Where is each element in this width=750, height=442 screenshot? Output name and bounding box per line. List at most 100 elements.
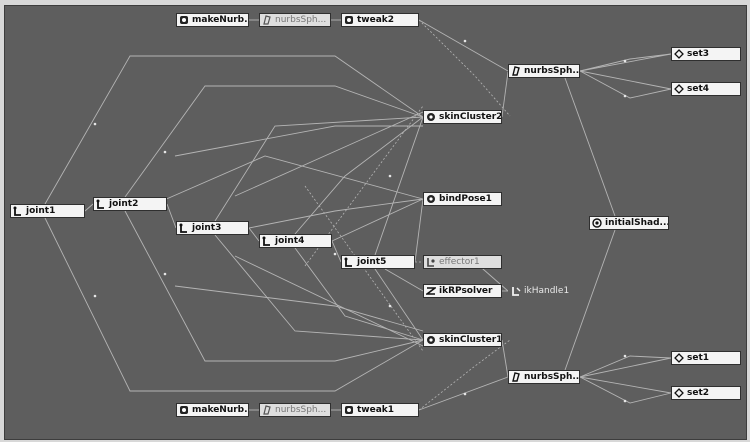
edge-arrow-dot bbox=[163, 272, 167, 276]
node-tweak2[interactable]: tweak2 bbox=[341, 13, 419, 27]
connection-edge bbox=[166, 203, 177, 229]
set-icon bbox=[674, 84, 684, 94]
node-ikHandle1[interactable]: ikHandle1 bbox=[508, 284, 580, 298]
make-nurbs-icon bbox=[180, 16, 188, 24]
connection-edge bbox=[234, 111, 424, 197]
nurbs-shape-icon bbox=[512, 372, 520, 382]
node-label: tweak1 bbox=[357, 405, 395, 415]
node-label: skinCluster2 bbox=[439, 112, 502, 122]
node-nurbsSph-shape-top[interactable]: nurbsSph... bbox=[259, 13, 331, 27]
hypergraph-canvas[interactable]: makeNurb... nurbsSph... tweak2 nurbsSph.… bbox=[4, 5, 747, 440]
node-joint4[interactable]: joint4 bbox=[259, 234, 332, 248]
node-set1[interactable]: set1 bbox=[671, 351, 741, 365]
connection-edge bbox=[579, 355, 672, 378]
node-label: joint5 bbox=[357, 257, 387, 267]
node-label: nurbsSph... bbox=[275, 405, 327, 415]
ik-handle-icon bbox=[512, 287, 521, 296]
node-makeNurb-bot[interactable]: makeNurb... bbox=[176, 403, 249, 417]
connection-edges bbox=[44, 19, 672, 411]
effector-icon bbox=[427, 258, 435, 267]
connection-edge bbox=[214, 116, 424, 222]
connection-edge bbox=[174, 125, 423, 157]
connection-edge bbox=[579, 376, 672, 404]
connection-edge bbox=[44, 217, 424, 392]
nurbs-shape-icon bbox=[263, 405, 271, 415]
node-joint5[interactable]: joint5 bbox=[341, 255, 415, 269]
node-tweak1[interactable]: tweak1 bbox=[341, 403, 419, 417]
connection-edge bbox=[331, 240, 342, 263]
node-joint1[interactable]: joint1 bbox=[10, 204, 85, 218]
node-skinCluster2[interactable]: skinCluster2 bbox=[423, 110, 502, 124]
node-nurbsSph-top[interactable]: nurbsSph... bbox=[508, 64, 580, 78]
node-label: joint3 bbox=[192, 223, 222, 233]
connection-edge bbox=[84, 203, 94, 212]
connection-edge bbox=[418, 19, 511, 117]
edge-arrow-dot bbox=[388, 304, 392, 308]
node-set2[interactable]: set2 bbox=[671, 386, 741, 400]
connection-edge bbox=[579, 53, 672, 72]
skin-cluster-icon bbox=[427, 113, 435, 121]
node-set4[interactable]: set4 bbox=[671, 82, 741, 96]
bind-pose-icon bbox=[427, 195, 435, 203]
node-label: tweak2 bbox=[357, 15, 395, 25]
tweak-icon bbox=[345, 406, 353, 414]
joint-icon bbox=[179, 223, 187, 233]
connection-edge bbox=[564, 229, 616, 371]
connection-edge bbox=[384, 268, 424, 292]
shading-group-icon bbox=[592, 218, 602, 228]
connection-edge bbox=[414, 198, 424, 263]
node-makeNurb-top[interactable]: makeNurb... bbox=[176, 13, 249, 27]
node-label: makeNurb... bbox=[192, 405, 249, 415]
connection-edge bbox=[579, 376, 672, 394]
node-bindPose1[interactable]: bindPose1 bbox=[423, 192, 502, 206]
node-nurbsSph-bot[interactable]: nurbsSph... bbox=[508, 370, 580, 384]
connection-edge bbox=[124, 210, 424, 362]
node-set3[interactable]: set3 bbox=[671, 47, 741, 61]
node-ikRPsolver[interactable]: ikRPsolver bbox=[423, 284, 502, 298]
connection-edge bbox=[248, 227, 260, 242]
node-label: set1 bbox=[687, 353, 710, 363]
joint-icon bbox=[13, 206, 21, 216]
node-label: ikHandle1 bbox=[524, 286, 570, 296]
connection-edge bbox=[154, 155, 424, 205]
node-label: joint1 bbox=[26, 206, 56, 216]
connection-edge bbox=[174, 285, 424, 332]
joint-icon bbox=[96, 199, 104, 209]
skin-cluster-icon bbox=[427, 336, 435, 344]
node-label: ikRPsolver bbox=[439, 286, 493, 296]
connection-edge bbox=[579, 53, 672, 72]
connection-edge bbox=[501, 339, 509, 378]
node-effector1[interactable]: effector1 bbox=[423, 255, 502, 269]
connection-edge bbox=[214, 234, 424, 341]
node-nurbsSph-shape-bot[interactable]: nurbsSph... bbox=[259, 403, 331, 417]
connection-edge bbox=[418, 339, 511, 411]
edge-arrow-dot bbox=[623, 354, 627, 358]
connection-edge bbox=[579, 357, 672, 378]
joint-icon bbox=[262, 236, 270, 246]
connection-edge bbox=[124, 85, 424, 198]
connection-edge bbox=[579, 70, 672, 99]
node-label: makeNurb... bbox=[192, 15, 249, 25]
node-label: bindPose1 bbox=[439, 194, 492, 204]
connection-edge bbox=[248, 198, 424, 229]
node-joint3[interactable]: joint3 bbox=[176, 221, 249, 235]
node-label: joint2 bbox=[109, 199, 139, 209]
tweak-icon bbox=[345, 16, 353, 24]
node-label: set4 bbox=[687, 84, 710, 94]
nurbs-shape-icon bbox=[263, 15, 271, 25]
nurbs-shape-icon bbox=[512, 66, 520, 76]
node-label: skinCluster1 bbox=[439, 335, 502, 345]
node-label: set2 bbox=[687, 388, 710, 398]
joint-icon bbox=[344, 257, 352, 267]
node-initialShad[interactable]: initialShad... bbox=[589, 216, 669, 230]
node-joint2[interactable]: joint2 bbox=[93, 197, 167, 211]
node-label: initialShad... bbox=[605, 218, 669, 228]
edge-arrow-dot bbox=[463, 392, 467, 396]
node-skinCluster1[interactable]: skinCluster1 bbox=[423, 333, 502, 347]
connection-edge bbox=[331, 198, 424, 242]
connection-edge bbox=[234, 255, 424, 347]
edge-arrow-dot bbox=[388, 174, 392, 178]
connection-edge bbox=[44, 55, 424, 205]
ik-solver-icon bbox=[426, 287, 436, 295]
node-label: nurbsSph... bbox=[524, 372, 580, 382]
